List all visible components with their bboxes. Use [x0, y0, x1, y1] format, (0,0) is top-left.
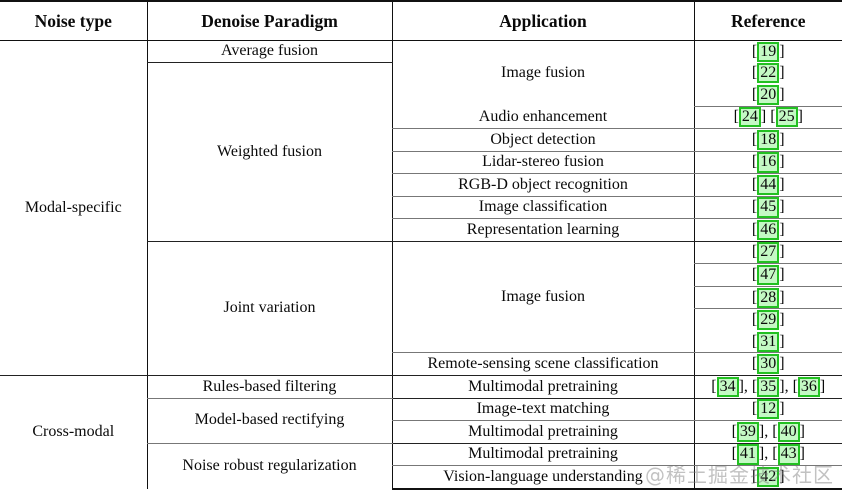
cell-application-lidar-stereo-fusion: Lidar-stereo fusion	[391, 151, 694, 175]
table-row: Noise robust regularization Multimodal p…	[0, 443, 842, 489]
cell-paradigm-average-fusion: Average fusion	[146, 40, 392, 64]
table-row: [20]	[0, 84, 842, 107]
reference-highlight: 41	[736, 444, 759, 465]
cell-reference-47: [47]	[693, 263, 842, 287]
header-denoise-paradigm: Denoise Paradigm	[146, 0, 392, 41]
cell-reference-19: [19]	[693, 40, 842, 63]
cell-application-multimodal-pretraining-3: Multimodal pretraining	[391, 443, 694, 467]
reference-highlight: 24	[738, 107, 761, 128]
cell-paradigm-weighted-fusion: Weighted fusion	[146, 62, 392, 242]
reference-highlight: 12	[757, 399, 780, 420]
table-row: Audio enhancement [24] [25]	[0, 106, 842, 130]
reference-highlight: 46	[757, 219, 780, 241]
cell-application-rgbd-object-recognition: RGB-D object recognition	[391, 173, 694, 197]
table-row: RGB-D object recognition [44]	[0, 173, 842, 197]
cell-reference-20: [20]	[693, 84, 842, 107]
table-row: [28]	[0, 286, 842, 310]
reference-highlight: 31	[757, 331, 780, 352]
cell-reference-39-40: [39], [40]	[693, 420, 842, 444]
table-row: [29]	[0, 308, 842, 331]
reference-highlight: 43	[777, 444, 800, 465]
reference-highlight: 20	[757, 84, 780, 105]
reference-highlight: 25	[775, 107, 798, 128]
cell-noise-type-cross-modal: Cross-modal	[32, 423, 115, 441]
table-row: Weighted fusion [22]	[0, 62, 842, 242]
cell-application-object-detection: Object detection	[391, 128, 694, 152]
header-noise-type: Noise type	[0, 0, 147, 41]
cell-application-multimodal-pretraining-2: Multimodal pretraining	[391, 420, 694, 444]
cell-reference-46: [46]	[693, 218, 842, 242]
reference-highlight: 36	[797, 376, 820, 397]
table-row: Joint variation Image fusion [27]	[0, 241, 842, 377]
cell-application-remote-sensing-scene-classification: Remote-sensing scene classification	[391, 352, 694, 377]
reference-highlight: 35	[757, 376, 780, 397]
table-row: [31]	[0, 330, 842, 354]
reference-highlight: 39	[736, 421, 759, 443]
table-row: Cross-modal Rules-based filtering Multim…	[0, 375, 842, 440]
cell-application-audio-enhancement: Audio enhancement	[391, 106, 694, 130]
table-row: Representation learning [46]	[0, 218, 842, 242]
cell-reference-34-35-36: [34], [35], [36]	[693, 375, 842, 399]
cell-reference-44: [44]	[693, 173, 842, 197]
table-row: Image classification [45]	[0, 196, 842, 220]
table-header-row: Noise type Denoise Paradigm Application …	[0, 0, 842, 41]
cell-paradigm-model-based-rectifying: Model-based rectifying	[146, 398, 392, 444]
cell-application-image-classification: Image classification	[391, 196, 694, 220]
reference-highlight: 28	[757, 287, 780, 308]
reference-highlight: 45	[757, 197, 780, 218]
header-reference: Reference	[693, 0, 842, 41]
reference-highlight: 34	[716, 376, 739, 397]
cell-reference-31: [31]	[693, 330, 842, 354]
cell-paradigm-noise-robust-regularization: Noise robust regularization	[146, 443, 392, 489]
cell-application-image-text-matching: Image-text matching	[391, 398, 694, 422]
cell-application-representation-learning: Representation learning	[391, 218, 694, 242]
reference-highlight: 47	[757, 264, 780, 286]
table-row: Modal-specific Average fusion Image fusi…	[0, 40, 842, 377]
table-row: [47]	[0, 263, 842, 287]
table-row: Multimodal pretraining [39], [40]	[0, 420, 842, 444]
cell-reference-41-43: [41], [43]	[693, 443, 842, 467]
reference-highlight: 30	[757, 354, 780, 375]
reference-highlight: 44	[757, 174, 780, 196]
cell-application-vision-language-understanding: Vision-language understanding	[391, 465, 694, 490]
reference-highlight: 22	[757, 63, 780, 84]
table-row: Model-based rectifying Image-text matchi…	[0, 398, 842, 444]
cell-reference-12: [12]	[693, 398, 842, 422]
header-application: Application	[391, 0, 694, 41]
cell-application-image-fusion-1: Image fusion	[391, 40, 694, 107]
reference-highlight: 18	[757, 129, 780, 150]
cell-reference-28: [28]	[693, 286, 842, 310]
cell-reference-22: [22]	[693, 62, 842, 84]
cell-application-image-fusion-2: Image fusion	[391, 241, 694, 354]
cell-reference-16: [16]	[693, 151, 842, 175]
cell-application-multimodal-pretraining-1: Multimodal pretraining	[391, 375, 694, 399]
table-row: Object detection [18]	[0, 128, 842, 152]
table-row: Remote-sensing scene classification [30]	[0, 352, 842, 377]
cell-reference-42: [42]	[693, 465, 842, 490]
cell-paradigm-joint-variation: Joint variation	[146, 241, 392, 377]
table-row: Vision-language understanding [42]	[0, 465, 842, 490]
cell-reference-24-25: [24] [25]	[693, 106, 842, 130]
cell-paradigm-rules-based-filtering: Rules-based filtering	[146, 375, 392, 399]
reference-highlight: 27	[757, 242, 780, 263]
cell-reference-27: [27]	[693, 241, 842, 265]
reference-highlight: 19	[757, 41, 780, 62]
cell-reference-45: [45]	[693, 196, 842, 220]
cell-reference-30: [30]	[693, 352, 842, 377]
cell-reference-29: [29]	[693, 308, 842, 331]
reference-highlight: 16	[757, 152, 780, 173]
reference-highlight: 29	[757, 310, 780, 331]
cell-reference-18: [18]	[693, 128, 842, 152]
cell-noise-type-modal-specific: Modal-specific	[0, 40, 147, 377]
reference-highlight: 42	[757, 466, 780, 488]
reference-highlight: 40	[777, 421, 800, 443]
table-row: Lidar-stereo fusion [16]	[0, 151, 842, 175]
